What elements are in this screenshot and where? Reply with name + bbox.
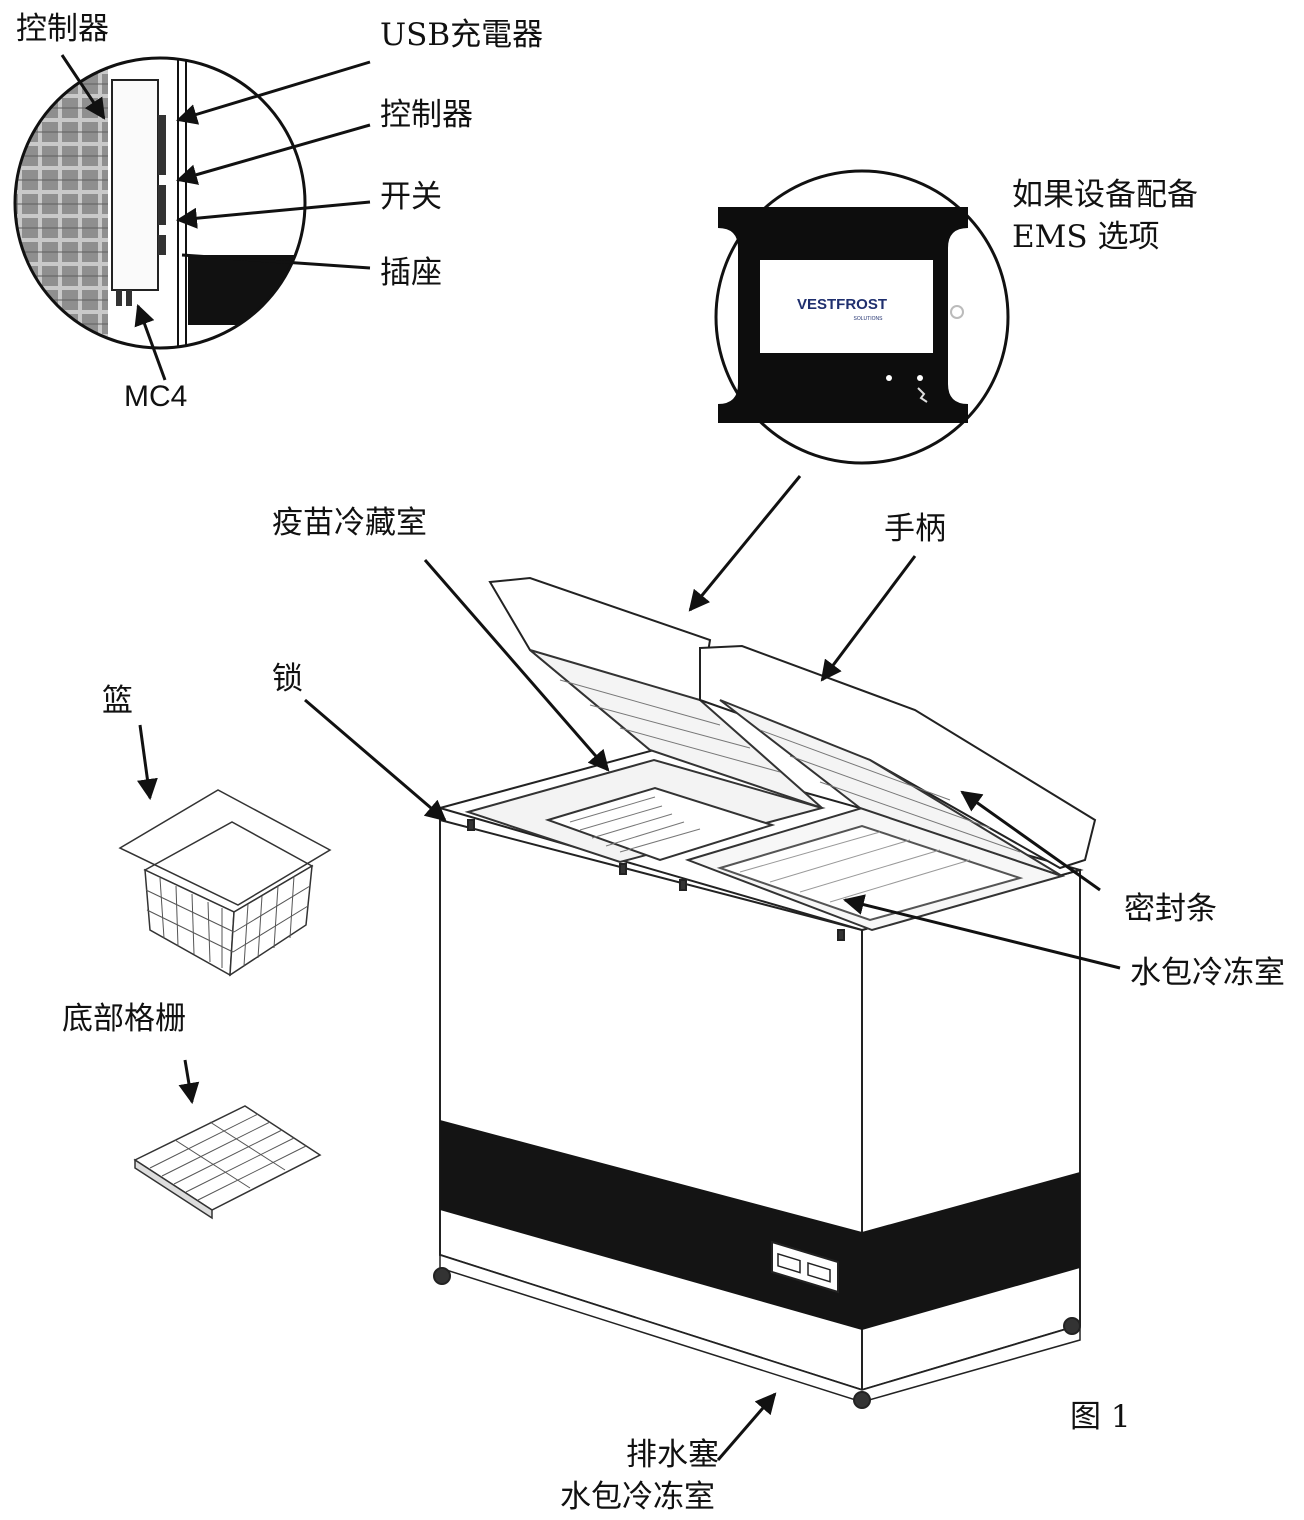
ems-arrow [688,475,802,612]
wire-basket [118,789,332,977]
label-switch: 开关 [380,179,442,215]
label-basket: 篮 [102,683,133,719]
label-mc4: MC4 [124,380,188,413]
label-handle: 手柄 [884,511,946,547]
label-icepack-freezer: 水包冷冻室 [1130,955,1285,991]
label-socket: 插座 [380,255,442,291]
label-inset-controller: 控制器 [16,11,109,47]
label-usb-charger: USB充電器 [380,17,544,53]
ems-detail-inset: VESTFROST SOLUTIONS [714,169,1010,465]
label-drain-line2: 水包冷冻室 [560,1479,715,1515]
inset-arrows [60,54,371,381]
label-ems-line2: EMS 选项 [1012,219,1160,255]
label-lock: 锁 [272,661,303,697]
label-bottom-grid: 底部格栅 [62,1001,186,1037]
freezer-arrows [137,555,1121,1461]
bottom-grid-rack [133,1105,322,1220]
label-controller: 控制器 [380,97,473,133]
label-vaccine-compartment: 疫苗冷藏室 [272,505,427,541]
label-figure: 图 1 [1070,1399,1131,1435]
ems-brand-subtext: SOLUTIONS [854,316,884,322]
controller-detail-inset [13,56,307,350]
label-drain-line1: 排水塞 [626,1437,719,1473]
ems-brand-text: VESTFROST [797,296,887,313]
label-gasket: 密封条 [1124,891,1217,927]
chest-freezer [433,576,1097,1409]
label-ems-line1: 如果设备配备 [1012,177,1198,213]
